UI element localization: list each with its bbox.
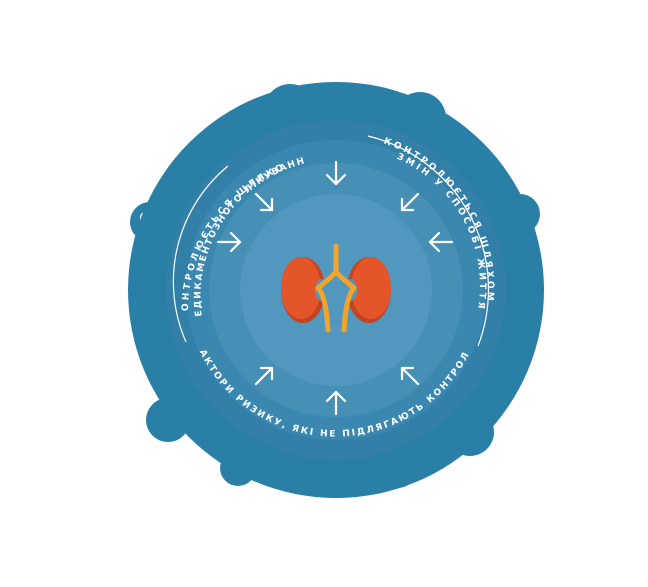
inward-arrow-icon xyxy=(216,231,242,253)
bracket-arcs xyxy=(172,135,490,347)
inward-arrow-icon xyxy=(254,366,274,386)
arrows-group xyxy=(216,160,454,416)
kidney-left xyxy=(281,257,329,323)
inward-arrow-icon xyxy=(325,160,347,186)
blood-vessels xyxy=(315,243,357,333)
inward-arrow-icon xyxy=(428,231,454,253)
inward-arrow-icon xyxy=(254,192,274,212)
inward-arrow-icon xyxy=(400,366,420,386)
kidneys-icon xyxy=(281,243,391,333)
bracket-left xyxy=(172,165,229,343)
inward-arrow-icon xyxy=(325,390,347,416)
center-disc xyxy=(240,194,432,386)
inward-arrow-icon xyxy=(400,192,420,212)
bracket-right xyxy=(367,135,490,347)
